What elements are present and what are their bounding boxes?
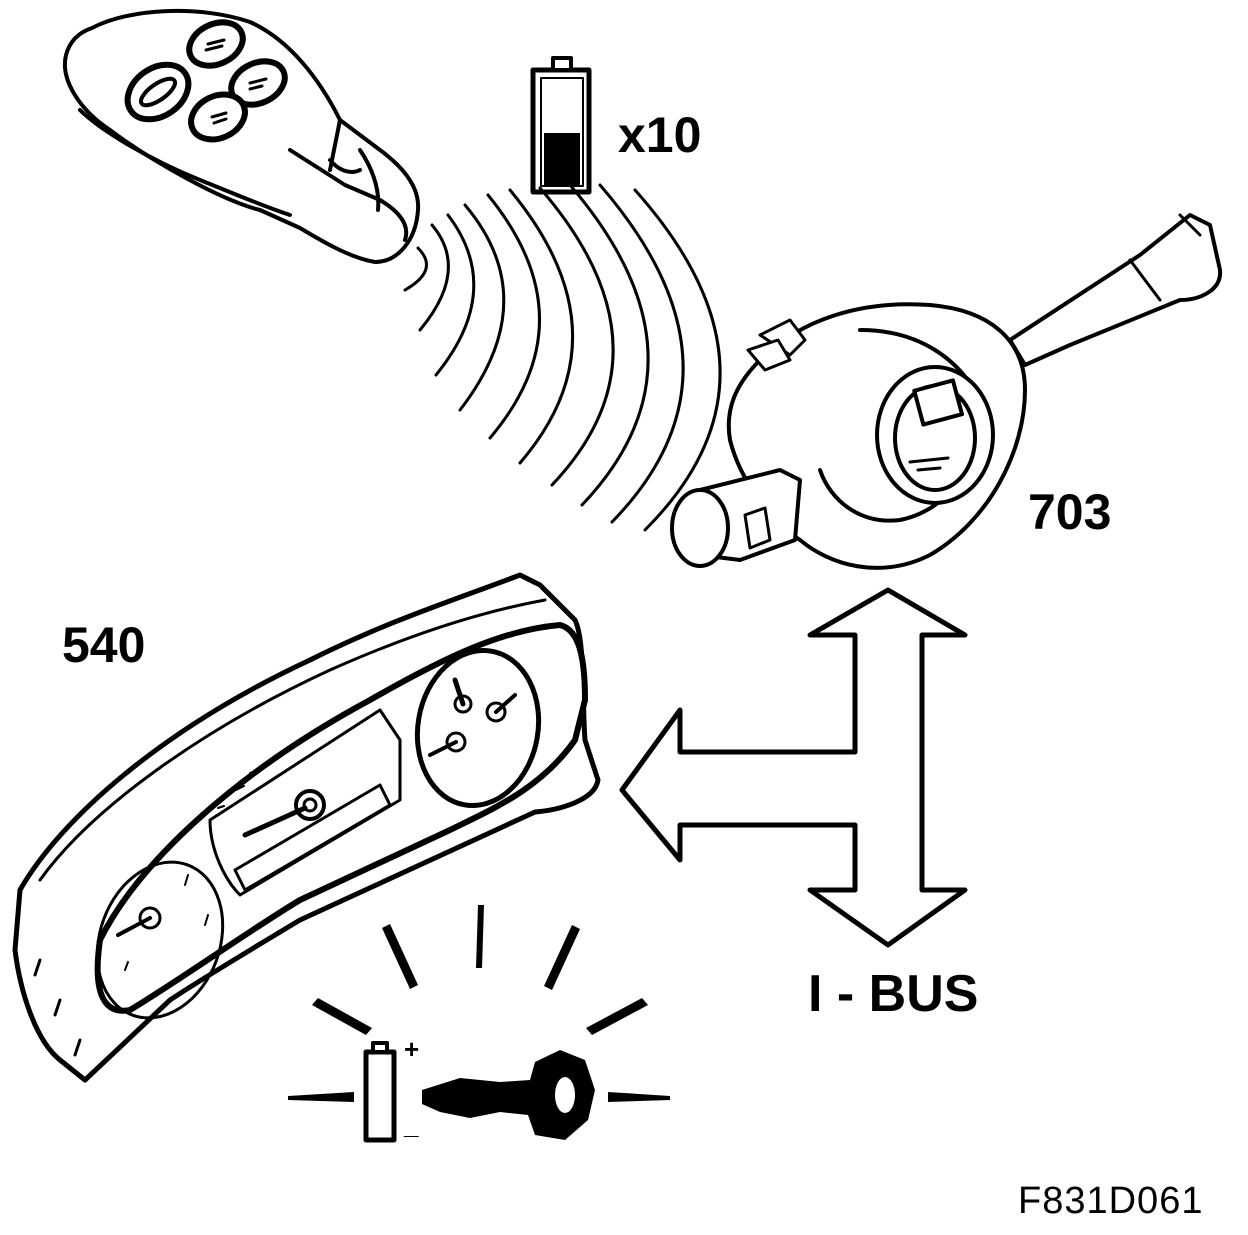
instrument-cluster-icon (12, 572, 601, 1083)
figure-code: F831D061 (1018, 1180, 1204, 1222)
battery-icon (530, 56, 592, 195)
low-battery-key-warning-icon (288, 905, 670, 1143)
ignition-switch-number: 703 (1028, 484, 1112, 540)
instrument-cluster-number: 540 (62, 617, 146, 673)
key-fob-icon (62, 8, 421, 264)
bus-arrow-icon (619, 587, 968, 948)
ignition-switch-icon (670, 213, 1223, 570)
bus-label: I - BUS (808, 965, 979, 1023)
battery-multiplier-label: x10 (618, 107, 702, 163)
radio-signal-waves (403, 183, 722, 532)
battery-plus-sign: + (404, 1034, 420, 1064)
battery-minus-sign: _ (404, 1110, 419, 1140)
